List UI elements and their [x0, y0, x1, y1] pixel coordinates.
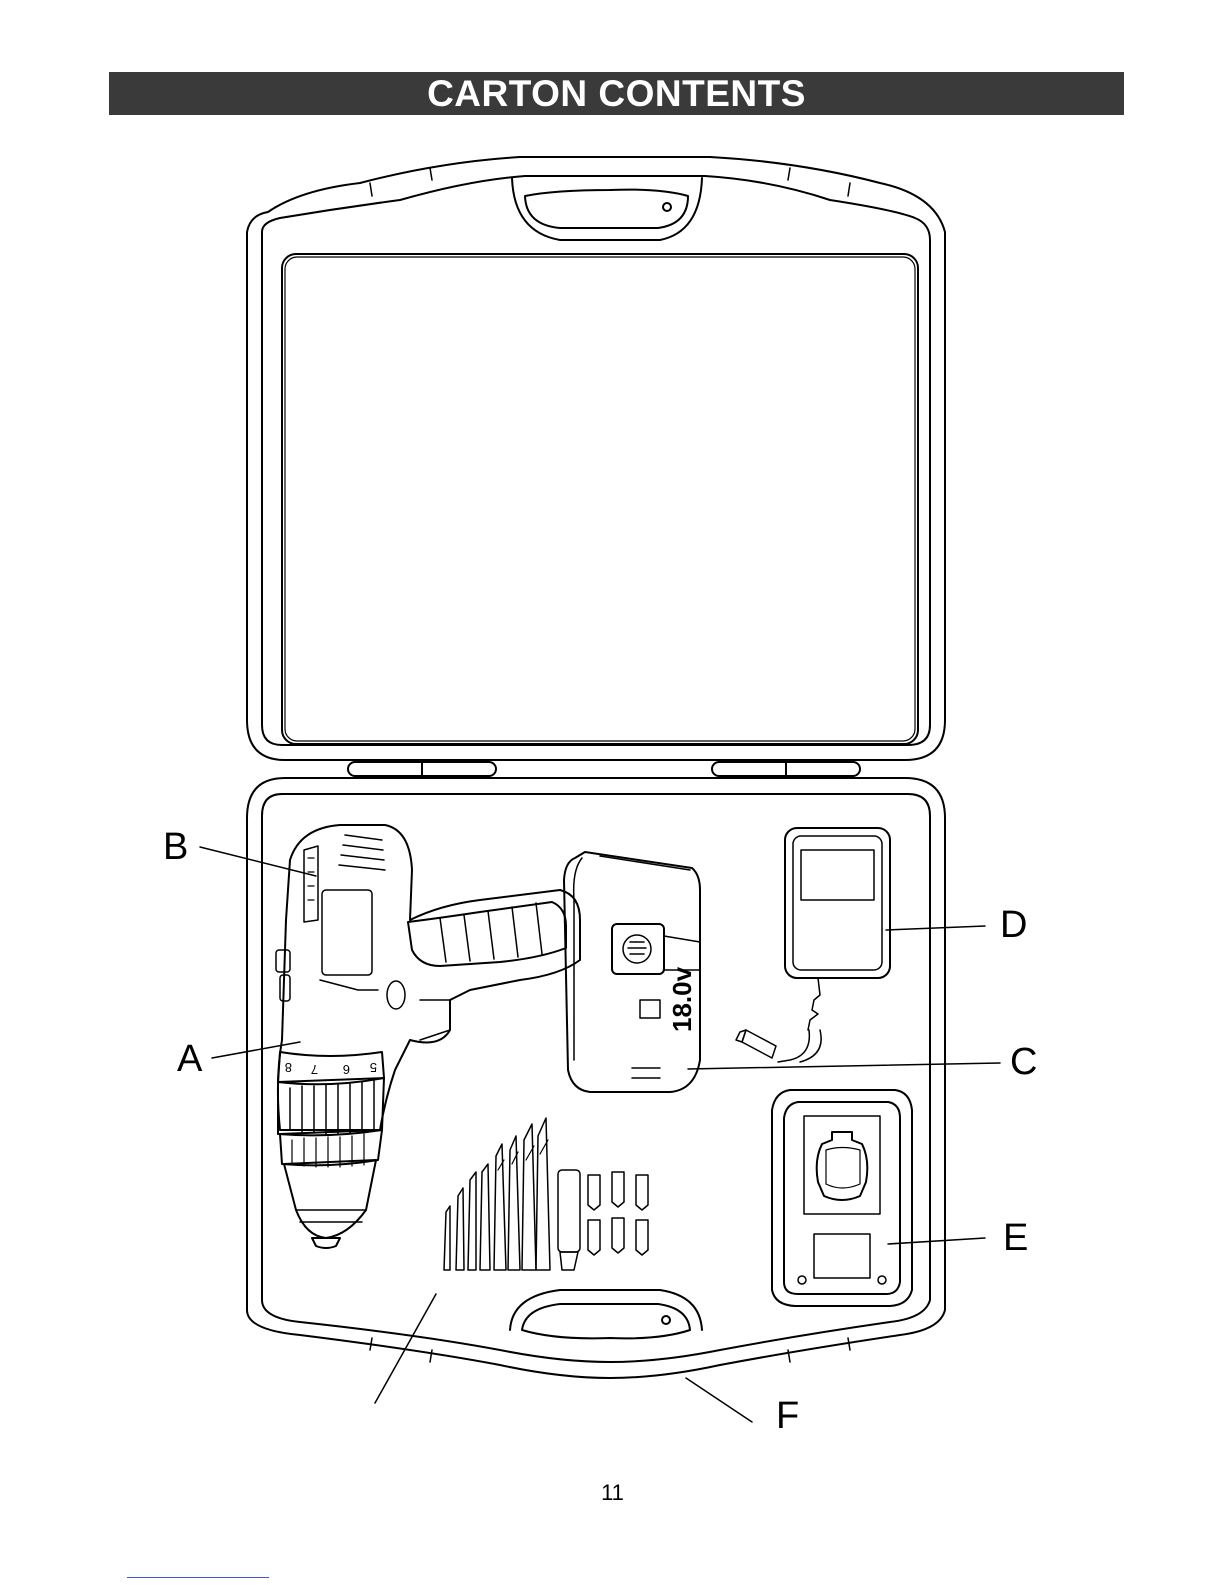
charging-base — [772, 1090, 912, 1306]
callout-a: A — [177, 1040, 202, 1078]
callout-d: D — [1000, 906, 1027, 944]
clutch-number-5: 5 — [370, 1060, 377, 1075]
charger-adapter — [736, 828, 890, 1062]
case-lid — [247, 157, 945, 760]
clutch-number-8: 8 — [285, 1060, 292, 1075]
callout-c: C — [1010, 1043, 1037, 1081]
callout-e: E — [1003, 1219, 1028, 1257]
carry-handle — [510, 1290, 702, 1338]
case-base — [247, 778, 945, 1378]
lid-handle — [512, 178, 702, 240]
case-hinges — [348, 762, 860, 776]
footer-rule — [127, 1577, 269, 1578]
clutch-number-6: 6 — [343, 1062, 350, 1077]
callout-b: B — [163, 828, 188, 866]
drill-bit-set — [444, 1118, 648, 1270]
callout-f: F — [776, 1397, 799, 1435]
page-number: 11 — [0, 1480, 1225, 1506]
battery-voltage-label: 18.0v — [667, 966, 697, 1032]
battery-pack: 18.0v — [564, 852, 700, 1092]
clutch-number-7: 7 — [311, 1062, 318, 1077]
